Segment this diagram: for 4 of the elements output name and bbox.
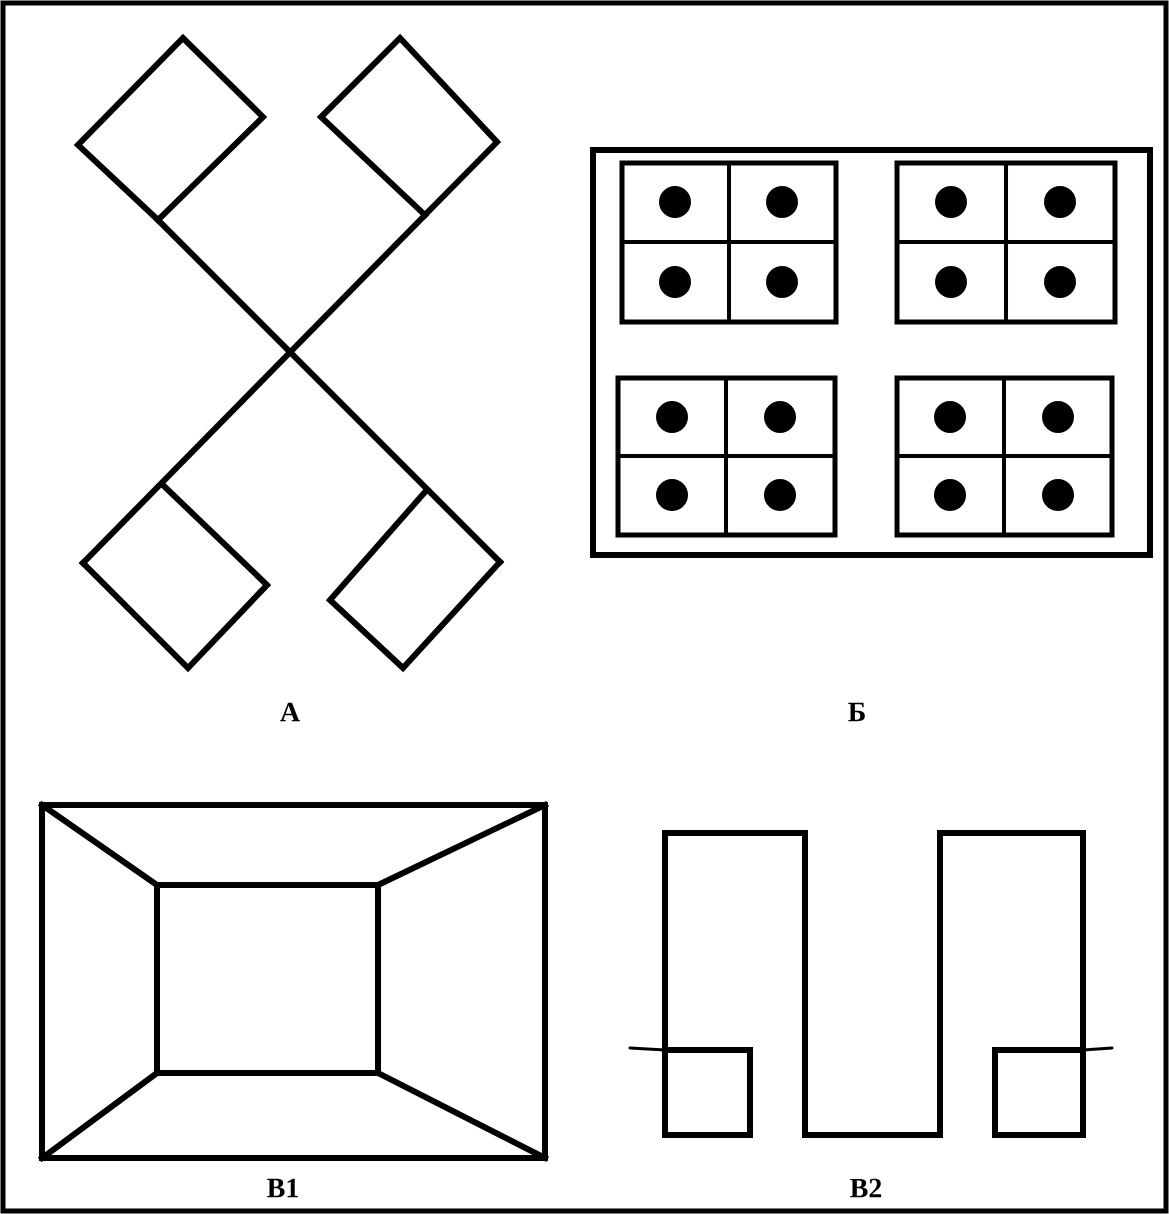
figure-label: В2 [850, 1178, 882, 1198]
figure-label: А [280, 702, 300, 722]
figure-label: В1 [267, 1178, 298, 1198]
figure-label: Б [848, 702, 865, 722]
